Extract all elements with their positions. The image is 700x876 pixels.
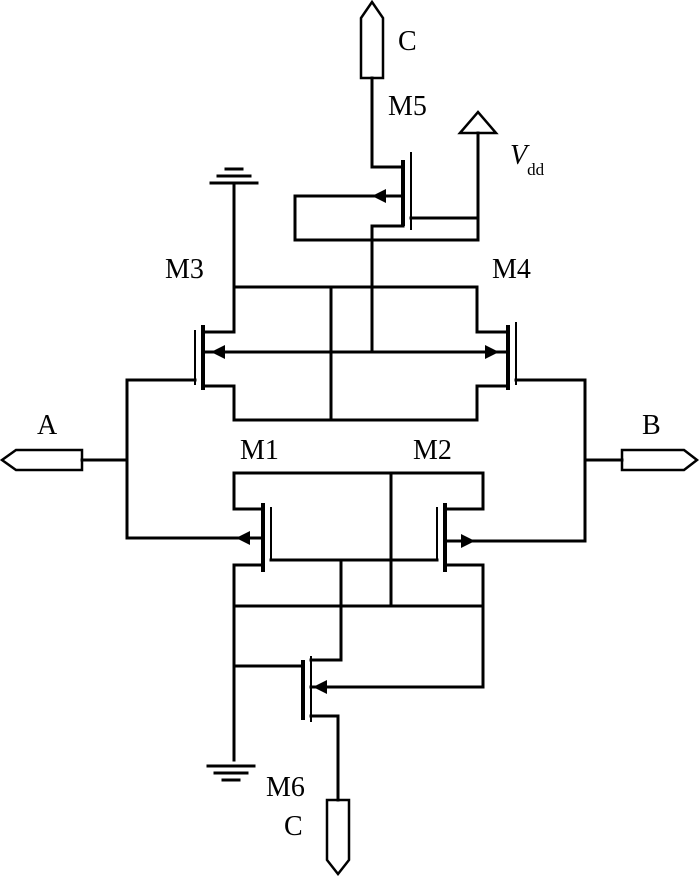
label-m2: M2: [413, 435, 452, 466]
lower-pair-wiring: [232, 471, 485, 662]
transistor-m1: [232, 471, 272, 762]
terminal-c-bottom: [325, 798, 351, 876]
label-c-bottom: C: [284, 811, 303, 842]
label-m4: M4: [492, 254, 531, 285]
label-m5: M5: [388, 91, 427, 122]
transistor-m6: [232, 656, 485, 802]
terminal-b: [620, 448, 700, 472]
label-m1: M1: [240, 435, 279, 466]
label-a: A: [37, 410, 58, 441]
label-b: B: [642, 410, 661, 441]
transistor-m5: [293, 76, 480, 354]
input-a-rail: [80, 378, 265, 545]
ground-symbol-top: [209, 167, 259, 185]
label-c-top: C: [398, 26, 417, 57]
terminal-c-top: [359, 0, 385, 80]
terminal-a: [0, 448, 84, 472]
label-vdd: Vdd: [510, 140, 545, 179]
upper-pair-wiring: [201, 285, 510, 422]
input-b-rail: [443, 378, 624, 548]
label-m3: M3: [165, 254, 204, 285]
transistor-m2: [436, 471, 485, 689]
transistor-m3: [125, 181, 236, 422]
label-m6: M6: [266, 772, 305, 803]
vdd-terminal-triangle: [457, 110, 499, 135]
transistor-m4: [475, 285, 587, 422]
ground-symbol-bottom: [206, 764, 256, 782]
